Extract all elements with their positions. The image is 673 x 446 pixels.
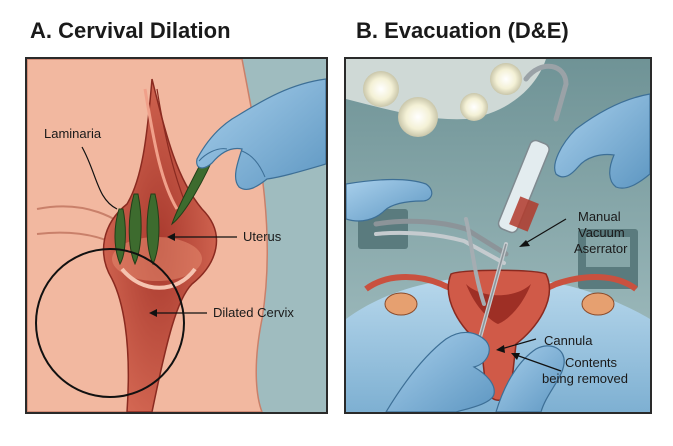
gloved-hand [196, 78, 326, 191]
label-aspirator-line-1: Manual [578, 209, 621, 224]
panel-b-illustration: Manual Vacuum Aserrator Cannula Contents… [344, 57, 652, 414]
label-laminaria: Laminaria [44, 126, 102, 141]
gloved-hand-left [346, 178, 433, 222]
panel-a-title: A. Cervival Dilation [30, 18, 231, 43]
gloved-hand-lower-right [495, 345, 565, 412]
label-contents-line-1: Contents [565, 355, 618, 370]
gloved-hand-upper [554, 93, 650, 189]
panel-a-illustration: Laminaria Uterus Dilated Cervix [25, 57, 328, 414]
laminaria-rod [146, 193, 160, 266]
label-cannula: Cannula [544, 333, 593, 348]
label-aspirator-line-3: Aserrator [574, 241, 628, 256]
manual-vacuum-aspirator [472, 63, 569, 361]
ovary [384, 292, 418, 316]
label-uterus: Uterus [243, 229, 282, 244]
surgical-lamp [346, 59, 546, 137]
dilated-cervix-circle [35, 248, 185, 398]
gloved-hand-lower [385, 331, 495, 412]
laminaria-rod [128, 193, 142, 266]
panel-b-title: B. Evacuation (D&E) [356, 18, 569, 43]
label-dilated-cervix: Dilated Cervix [213, 305, 294, 320]
forceps [373, 217, 509, 306]
label-contents-line-2: being removed [542, 371, 628, 386]
label-aspirator-line-2: Vacuum [578, 225, 625, 240]
ovary [581, 292, 615, 316]
